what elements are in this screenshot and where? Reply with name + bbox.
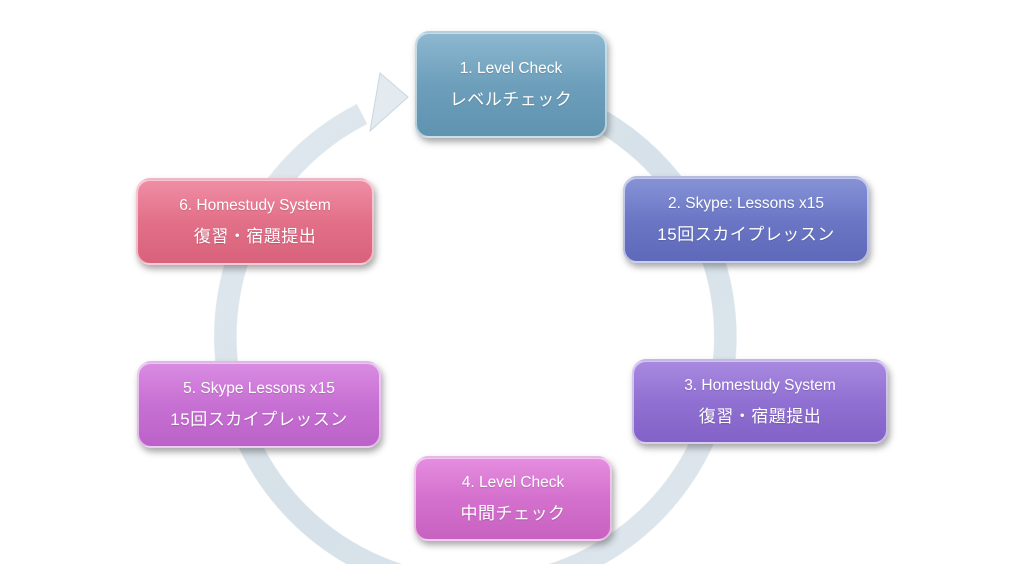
step-4-title: 4. Level Check (461, 474, 565, 492)
step-3-subtitle: 復習・宿題提出 (698, 406, 822, 426)
step-5-subtitle: 15回スカイプレッスン (170, 409, 348, 429)
step-6-title: 6. Homestudy System (179, 197, 331, 215)
step-1-subtitle: レベルチェック (449, 89, 573, 109)
step-2-box: 2. Skype: Lessons x15 15回スカイプレッスン (623, 176, 869, 263)
step-2-title: 2. Skype: Lessons x15 (668, 195, 824, 213)
cycle-arrowhead-icon (369, 72, 409, 133)
step-3-title: 3. Homestudy System (684, 377, 836, 395)
step-5-box: 5. Skype Lessons x15 15回スカイプレッスン (137, 361, 381, 448)
step-6-subtitle: 復習・宿題提出 (193, 226, 317, 246)
step-2-subtitle: 15回スカイプレッスン (657, 224, 835, 244)
step-6-box: 6. Homestudy System 復習・宿題提出 (136, 178, 374, 265)
step-4-subtitle: 中間チェック (460, 503, 566, 523)
step-1-box: 1. Level Check レベルチェック (415, 31, 607, 138)
step-5-title: 5. Skype Lessons x15 (183, 380, 335, 398)
step-1-title: 1. Level Check (459, 60, 563, 78)
step-4-box: 4. Level Check 中間チェック (414, 456, 612, 541)
step-3-box: 3. Homestudy System 復習・宿題提出 (632, 359, 888, 444)
